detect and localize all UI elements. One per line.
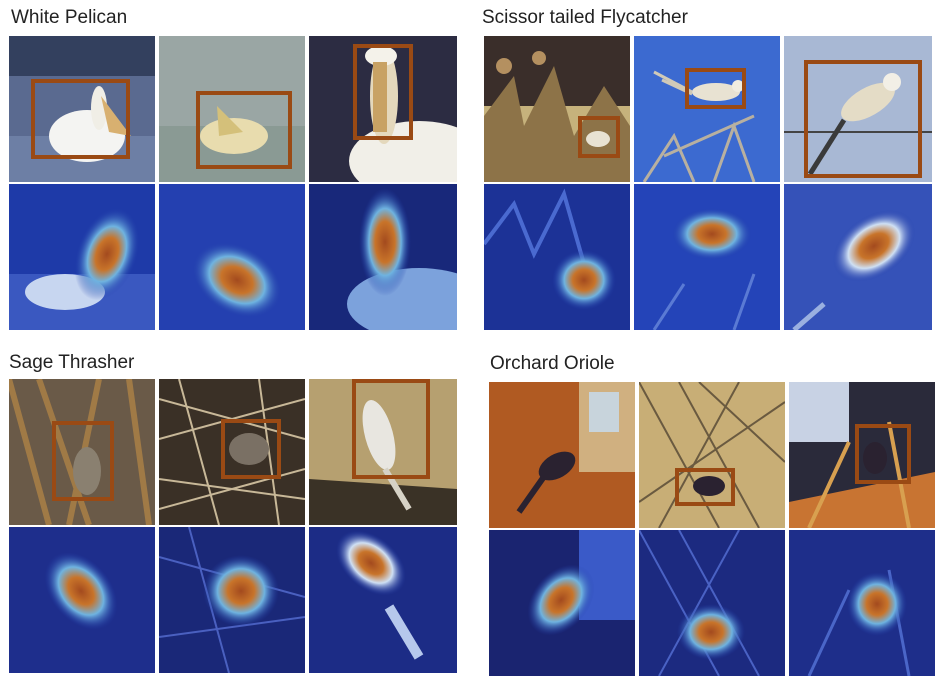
photo-image xyxy=(789,382,935,528)
heatmap-image xyxy=(784,184,932,330)
photo-image xyxy=(9,36,155,182)
photo-image xyxy=(484,36,630,182)
bounding-box xyxy=(804,60,922,178)
panel-scissor-tailed-flycatcher: Scissor tailed Flycatcher xyxy=(475,0,943,340)
heatmap-image xyxy=(309,527,457,673)
bounding-box xyxy=(685,68,746,109)
bounding-box xyxy=(52,421,114,501)
bounding-box xyxy=(196,91,292,169)
bounding-box xyxy=(675,468,735,506)
heatmap-image xyxy=(634,184,780,330)
attention-heatmap xyxy=(639,530,785,676)
heatmap-image xyxy=(9,184,155,330)
bird-photo xyxy=(159,379,305,525)
bird-photo xyxy=(784,36,932,182)
panel-orchard-oriole: Orchard Oriole xyxy=(475,345,943,683)
bounding-box xyxy=(31,79,130,159)
bird-photo xyxy=(489,382,635,528)
bird-photo xyxy=(634,36,780,182)
bird-photo xyxy=(9,379,155,525)
attention-heatmap xyxy=(489,530,635,676)
heatmap-image xyxy=(309,184,457,330)
attention-heatmap xyxy=(309,527,457,673)
attention-heatmap xyxy=(634,184,780,330)
heatmap-image xyxy=(639,530,785,676)
photo-image xyxy=(159,36,305,182)
bounding-box xyxy=(221,419,281,479)
photo-image xyxy=(639,382,785,528)
bird-photo xyxy=(484,36,630,182)
attention-heatmap xyxy=(784,184,932,330)
bird-photo xyxy=(159,36,305,182)
heatmap-image xyxy=(789,530,935,676)
attention-heatmap xyxy=(309,184,457,330)
panel-title: Sage Thrasher xyxy=(9,352,135,373)
photo-image xyxy=(634,36,780,182)
bird-photo xyxy=(9,36,155,182)
bounding-box xyxy=(353,44,413,140)
heatmap-image xyxy=(159,184,305,330)
bounding-box xyxy=(855,424,911,484)
heatmap-image xyxy=(484,184,630,330)
photo-image xyxy=(489,382,635,528)
bird-photo xyxy=(639,382,785,528)
panel-white-pelican: White Pelican xyxy=(0,0,470,340)
attention-heatmap xyxy=(789,530,935,676)
heatmap-image xyxy=(9,527,155,673)
heatmap-image xyxy=(159,527,305,673)
attention-heatmap xyxy=(9,184,155,330)
photo-image xyxy=(309,379,457,525)
bird-photo xyxy=(309,36,457,182)
bounding-box xyxy=(578,116,620,158)
attention-heatmap xyxy=(484,184,630,330)
panel-title: White Pelican xyxy=(11,7,128,28)
attention-heatmap xyxy=(159,527,305,673)
heatmap-image xyxy=(489,530,635,676)
bird-photo xyxy=(789,382,935,528)
attention-heatmap xyxy=(159,184,305,330)
bounding-box xyxy=(352,379,430,479)
panel-sage-thrasher: Sage Thrasher xyxy=(0,345,470,683)
bird-photo xyxy=(309,379,457,525)
attention-heatmap xyxy=(9,527,155,673)
panel-title: Scissor tailed Flycatcher xyxy=(482,7,688,28)
panel-title: Orchard Oriole xyxy=(490,353,615,374)
